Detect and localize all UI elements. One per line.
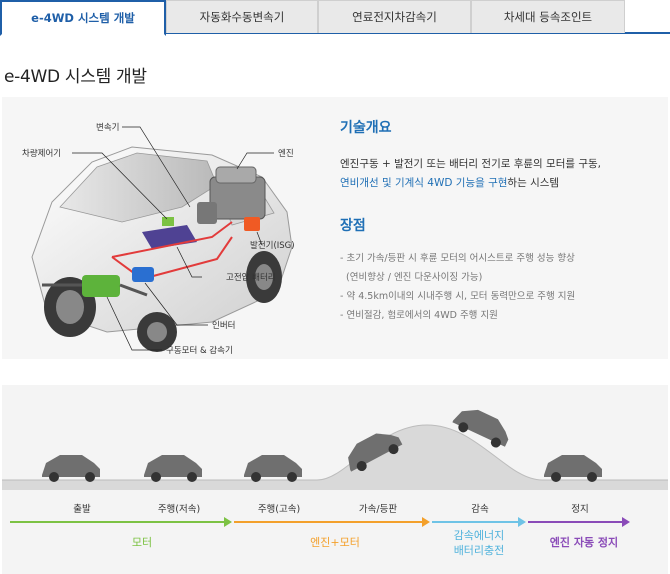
stage-start: 출발 — [73, 504, 91, 515]
car-icon — [244, 455, 302, 482]
car-icon — [452, 409, 509, 448]
page-title: e-4WD 시스템 개발 — [4, 67, 147, 87]
overview-highlight: 연비개선 및 기계식 4WD 기능을 구현 — [340, 177, 508, 189]
stage-accel-climb: 가속/등판 — [358, 504, 398, 515]
tab-bar: e-4WD 시스템 개발 자동화수동변속기 연료전지차감속기 차세대 등속조인트 — [0, 0, 670, 36]
car-icon — [144, 455, 202, 482]
overview-line-1: 엔진구동 + 발전기 또는 배터리 전기로 후륜의 모터를 구동, — [340, 158, 602, 170]
car-cutaway-illustration — [31, 126, 293, 352]
overview-text: 기술개요 엔진구동 + 발전기 또는 배터리 전기로 후륜의 모터를 구동, 연… — [340, 117, 660, 325]
car-icon — [348, 433, 403, 472]
mode-motor: 모터 — [131, 536, 153, 549]
overview-line-2-rest: 하는 시스템 — [507, 177, 560, 189]
label-engine: 엔진 — [278, 149, 294, 159]
tab-next-gen-cv-joint[interactable]: 차세대 등속조인트 — [471, 0, 625, 33]
mode-engine-auto-stop: 엔진 자동 정지 — [549, 536, 619, 549]
mode-regen-line-2: 배터리충전 — [453, 544, 505, 557]
car-diagram: 변속기 차량제어기 엔진 발전기(ISG) 고전압 배터리 인버터 구동모터 &… — [12, 107, 312, 356]
label-drive-motor: 구동모터 & 감속기 — [166, 346, 233, 356]
label-generator: 발전기(ISG) — [250, 241, 295, 251]
mode-engine-motor: 엔진+모터 — [310, 536, 360, 549]
tab-fuel-cell-reducer[interactable]: 연료전지차감속기 — [318, 0, 471, 33]
overview-heading: 기술개요 — [340, 120, 392, 136]
label-transmission: 변속기 — [96, 123, 120, 133]
mode-regen-line-1: 감속에너지 — [453, 529, 505, 542]
label-inverter: 인버터 — [212, 321, 236, 331]
merits-list: - 초기 가속/등판 시 후륜 모터의 어시스트로 주행 성능 향상 (연비향상… — [340, 249, 660, 325]
merits-heading: 장점 — [340, 218, 366, 234]
driving-mode-panel: 출발 주행(저속) 주행(고속) 가속/등판 감속 정지 모터 엔진+모터 감속… — [2, 385, 668, 574]
overview-line-2: 연비개선 및 기계식 4WD 기능을 구현하는 시스템 — [340, 174, 660, 193]
system-overview-panel: 변속기 차량제어기 엔진 발전기(ISG) 고전압 배터리 인버터 구동모터 &… — [2, 97, 668, 359]
tab-automated-manual-transmission[interactable]: 자동화수동변속기 — [166, 0, 318, 33]
merit-item: - 약 4.5km이내의 시내주행 시, 모터 동력만으로 주행 지원 — [340, 291, 576, 302]
tab-e4wd[interactable]: e-4WD 시스템 개발 — [0, 0, 166, 36]
stage-high-speed: 주행(고속) — [257, 504, 301, 515]
merit-item: (연비향상 / 엔진 다운사이징 가능) — [340, 272, 483, 283]
overview-description: 엔진구동 + 발전기 또는 배터리 전기로 후륜의 모터를 구동, 연비개선 및… — [340, 155, 660, 193]
merit-item: - 연비절감, 험로에서의 4WD 주행 지원 — [340, 310, 498, 321]
label-vehicle-controller: 차량제어기 — [22, 149, 62, 159]
stage-stop: 정지 — [571, 504, 589, 515]
merit-item: - 초기 가속/등판 시 후륜 모터의 어시스트로 주행 성능 향상 — [340, 253, 575, 264]
car-icon — [544, 455, 602, 482]
car-icon — [42, 455, 100, 482]
label-hv-battery: 고전압 배터리 — [226, 273, 276, 283]
stage-decel: 감속 — [471, 504, 489, 515]
driving-mode-illustration — [2, 409, 668, 527]
stage-low-speed: 주행(저속) — [157, 504, 201, 515]
mode-regen-charging: 감속에너지 배터리충전 — [434, 528, 524, 558]
